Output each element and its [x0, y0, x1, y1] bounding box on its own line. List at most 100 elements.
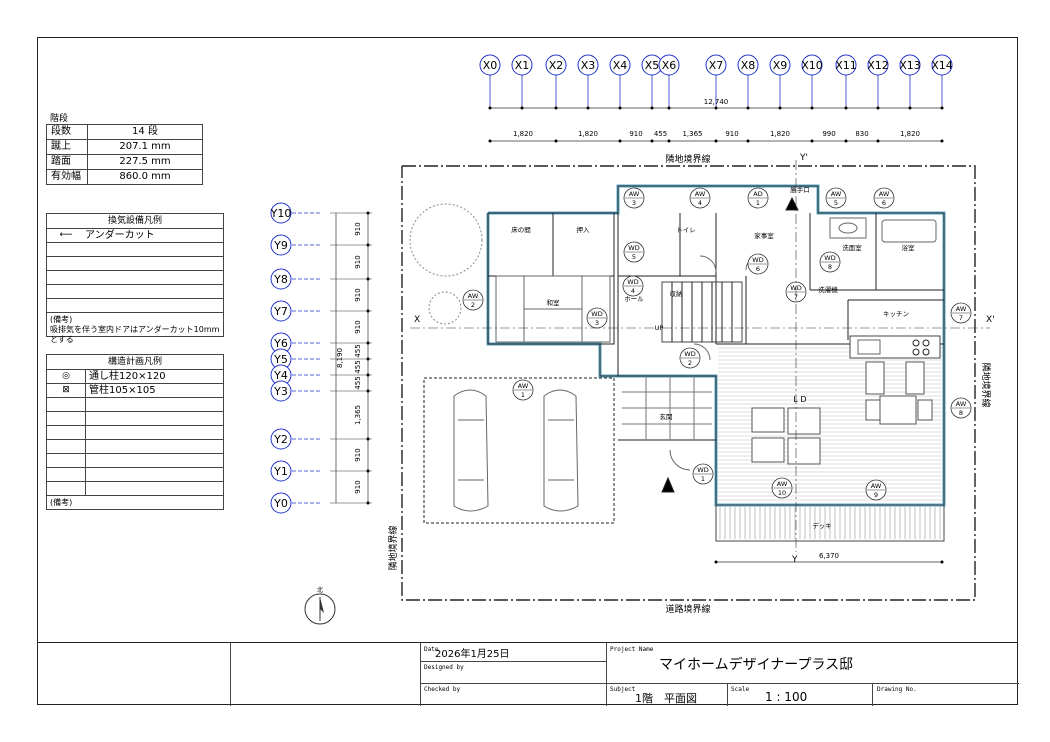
north-label: 北 [317, 586, 323, 594]
room-label-bath: 浴室 [902, 243, 916, 252]
room-label-tokonoma: 床の間 [511, 225, 531, 234]
grid-bubble-x [899, 54, 921, 76]
project-name: マイホームデザイナープラス邸 [659, 657, 854, 673]
grid-label-x: X5 [645, 59, 660, 72]
grid-label-x: X11 [835, 59, 857, 72]
grid-bubble-y [270, 202, 292, 224]
room-label-entrance: 玄関 [660, 412, 673, 421]
grid-label-y: Y7 [273, 305, 288, 318]
grid-label-x: X4 [613, 59, 628, 72]
fitting-type: AW [831, 190, 842, 198]
fitting-number: 7 [794, 293, 798, 301]
grid-bubble-x [545, 54, 567, 76]
fitting-number: 2 [471, 301, 475, 309]
fitting-number: 9 [874, 491, 878, 499]
washitsu-walls [487, 212, 615, 345]
dim-x: 990 [822, 130, 835, 138]
grid-label-x: X6 [662, 59, 677, 72]
grid-bubble-y [270, 492, 292, 514]
grid-bubble-y [270, 380, 292, 402]
grid-bubble-x [511, 54, 533, 76]
fitting-number: 10 [778, 489, 786, 497]
room-label-up: UP [655, 324, 664, 332]
legend-row [47, 285, 223, 299]
fitting-type: AD [753, 190, 762, 198]
fitting-number: 5 [834, 199, 838, 207]
grid-bubble-x [801, 54, 823, 76]
title-project-cell: Project Name マイホームデザイナープラス邸 Subject 1階 平… [606, 643, 1019, 706]
grid-label-x: X14 [931, 59, 953, 72]
north-arrow: 北 [304, 586, 336, 625]
fitting-number: 4 [631, 287, 635, 295]
grid-bubble-x [577, 54, 599, 76]
grid-label-x: X12 [867, 59, 889, 72]
grid-label-y: Y6 [273, 337, 288, 350]
fitting-type: WD [697, 466, 708, 474]
grid-bubble-y [270, 428, 292, 450]
room-label-hall: ホール [624, 295, 644, 303]
title-date-cell: Date 2026年1月25日 Designed by Checked by [420, 643, 607, 706]
dim-y: 910 [354, 222, 362, 235]
room-label-kitchen: キッチン [883, 310, 909, 318]
grid-bubble-x [867, 54, 889, 76]
section-mark-y: Y [791, 555, 798, 565]
dim-y: 910 [354, 288, 362, 301]
grid-label-y: Y0 [273, 497, 288, 510]
title-block: Date 2026年1月25日 Designed by Checked by P… [37, 642, 1019, 706]
room-label-study: 家事室 [754, 231, 774, 240]
tree-small [428, 291, 462, 325]
legend-row [47, 454, 223, 468]
fitting-type: WD [752, 256, 763, 264]
grid-bubble-x [737, 54, 759, 76]
site-boundary [401, 165, 976, 601]
room-label-oshiire: 押入 [577, 225, 591, 234]
grid-bubble-y [270, 460, 292, 482]
fitting-type: WD [591, 310, 602, 318]
grid-bubble-x [658, 54, 680, 76]
grid-label-x: X8 [741, 59, 756, 72]
legend-row [47, 271, 223, 285]
legend-row: ⟵アンダーカット [47, 229, 223, 243]
entrance-arrow [661, 476, 675, 493]
boundary-top: 隣地境界線 [665, 153, 710, 165]
boundary-bottom: 道路境界線 [665, 603, 710, 615]
fitting-type: WD [824, 254, 835, 262]
building-outline [401, 165, 976, 601]
grid-label-y: Y4 [273, 369, 288, 382]
section-mark-x2: X' [986, 315, 995, 325]
grid-label-x: X10 [801, 59, 823, 72]
fitting-type: AW [629, 190, 640, 198]
legend-row [47, 440, 223, 454]
fitting-number: 8 [959, 409, 963, 417]
dim-y: 910 [354, 448, 362, 461]
grid-label-x: X2 [549, 59, 564, 72]
legend-row [47, 412, 223, 426]
kitchen-counter [849, 335, 941, 359]
dim-y: 455 [354, 376, 362, 389]
dim-x: 910 [629, 130, 642, 138]
legend-row [47, 257, 223, 271]
legend-note: (備考)吸排気を伴う室内ドアはアンダーカット10mmとする [50, 315, 220, 344]
legend-title: 構造計画凡例 [47, 355, 223, 370]
room-label-kitchen_door: 勝手口 [790, 185, 810, 194]
fitting-number: 6 [756, 265, 760, 273]
grid-label-y: Y2 [273, 433, 288, 446]
fitting-number: 1 [756, 199, 760, 207]
grid-label-x: X7 [709, 59, 724, 72]
grid-bubble-y [270, 268, 292, 290]
section-mark-y2: Y' [799, 153, 808, 163]
grid-bubble-x [931, 54, 953, 76]
fitting-type: AW [956, 400, 967, 408]
grid-bubble-y [270, 300, 292, 322]
fitting-number: 1 [521, 391, 525, 399]
dim-total-x: 12,740 [704, 98, 729, 106]
room-label-deck: デッキ [812, 521, 832, 530]
grid-bubble-x [705, 54, 727, 76]
grid-bubble-x [609, 54, 631, 76]
legend-row [47, 482, 223, 496]
bathtub [881, 219, 937, 243]
